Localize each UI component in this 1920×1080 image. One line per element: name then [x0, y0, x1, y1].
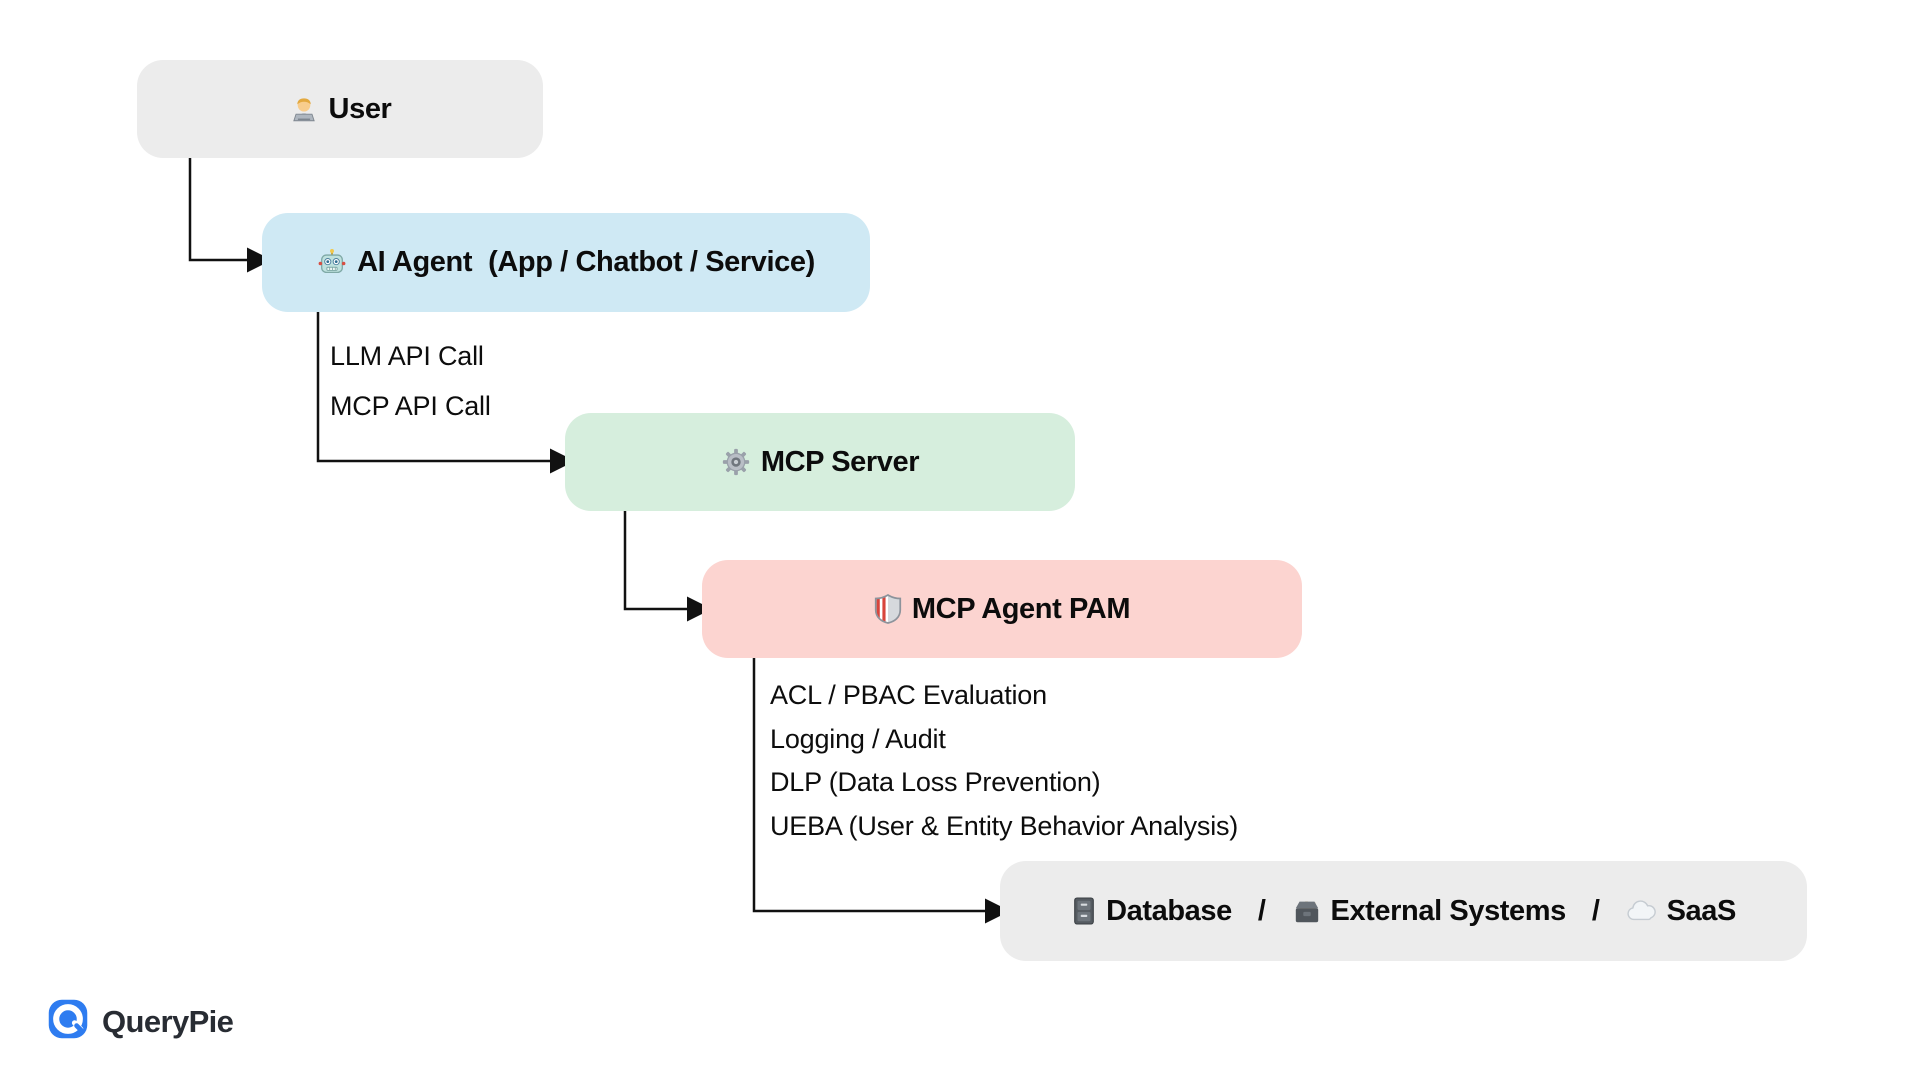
datastore-external-systems-label: External Systems [1330, 894, 1567, 927]
technologist-icon [289, 94, 319, 124]
brand-name: QueryPie [102, 1003, 234, 1039]
datastore-database-label: Database [1106, 894, 1232, 927]
card-file-box-icon [1292, 897, 1322, 925]
querypie-logo-icon [47, 998, 89, 1045]
node-ai-agent: AI Agent (App / Chatbot / Service) [262, 213, 870, 312]
arrow-mcpserver-to-pam [623, 511, 712, 622]
arrow-user-to-agent [188, 158, 272, 273]
node-ai-agent-sublabel: (App / Chatbot / Service) [488, 246, 815, 278]
node-mcp-server: MCP Server [565, 413, 1075, 511]
pam-capability-dlp: DLP (Data Loss Prevention) [770, 767, 1101, 798]
pam-capability-ueba: UEBA (User & Entity Behavior Analysis) [770, 810, 1239, 841]
node-mcp-agent-pam: MCP Agent PAM [702, 560, 1302, 658]
node-mcp-agent-pam-label: MCP Agent PAM [911, 592, 1131, 625]
edge-label-mcp-api-call: MCP API Call [330, 391, 491, 421]
arrow-pam-to-datastores [752, 658, 1010, 924]
pam-capability-acl-pbac: ACL / PBAC Evaluation [770, 680, 1047, 711]
node-ai-agent-label: AI Agent [357, 246, 473, 278]
datastore-saas-label: SaaS [1666, 894, 1737, 927]
datastore-item-external-systems: External Systems [1292, 895, 1566, 928]
datastore-separator: / [1257, 894, 1266, 927]
robot-icon [317, 248, 347, 278]
cloud-icon [1626, 899, 1658, 923]
file-cabinet-icon [1071, 896, 1097, 926]
pam-capability-list: ACL / PBAC Evaluation Logging / Audit DL… [770, 674, 1238, 848]
edge-label-llm-api-call: LLM API Call [330, 341, 484, 371]
arrow-agent-to-mcpserver [316, 312, 575, 474]
datastore-item-saas: SaaS [1626, 895, 1736, 928]
node-mcp-server-label: MCP Server [760, 445, 920, 478]
pam-capability-logging-audit: Logging / Audit [770, 723, 946, 754]
brand-footer: QueryPie [47, 998, 234, 1045]
shield-icon [874, 594, 902, 624]
gear-icon [721, 447, 751, 477]
node-user-label: User [328, 92, 392, 125]
node-user: User [137, 60, 543, 158]
datastore-separator: / [1591, 894, 1600, 927]
node-datastores: Database / External Systems / [1000, 861, 1807, 961]
datastore-item-database: Database [1071, 895, 1232, 928]
